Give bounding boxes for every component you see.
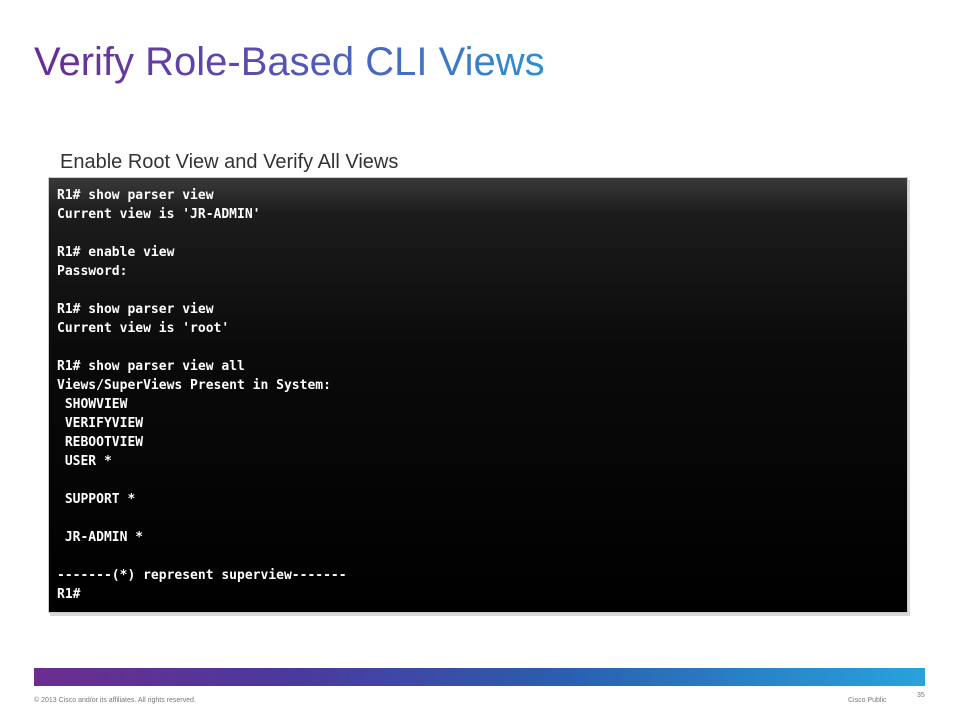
terminal-output-text: Current view is 'JR-ADMIN' [57, 207, 261, 222]
terminal-output-text: USER * [57, 454, 112, 469]
terminal-prompt: R1# [57, 188, 81, 203]
terminal-line: R1# enable view [57, 243, 907, 262]
terminal-output-text: Current view is 'root' [57, 321, 230, 336]
page-number: 35 [917, 692, 925, 699]
terminal-line: Password: [57, 262, 907, 281]
terminal-line: R1# show parser view all [57, 357, 907, 376]
terminal-output-text: Views/SuperViews Present in System: [57, 378, 331, 393]
terminal-line: REBOOTVIEW [57, 433, 907, 452]
slide-subtitle: Enable Root View and Verify All Views [60, 151, 399, 173]
terminal-output-text: VERIFYVIEW [57, 416, 144, 431]
terminal-line [57, 338, 907, 357]
terminal-line: SHOWVIEW [57, 395, 907, 414]
terminal-line: VERIFYVIEW [57, 414, 907, 433]
slide-title: Verify Role-Based CLI Views [34, 40, 545, 84]
terminal-line: JR-ADMIN * [57, 528, 907, 547]
terminal-line: SUPPORT * [57, 490, 907, 509]
terminal-line: R1# show parser view [57, 186, 907, 205]
terminal-line [57, 471, 907, 490]
terminal-prompt: R1# [57, 359, 81, 374]
terminal-output-text: REBOOTVIEW [57, 435, 144, 450]
terminal-output-text: SUPPORT * [57, 492, 136, 507]
classification-label: Cisco Public [848, 697, 887, 704]
terminal-command: enable view [80, 245, 175, 260]
terminal-line: R1# show parser view [57, 300, 907, 319]
terminal-prompt: R1# [57, 302, 81, 317]
terminal-line: USER * [57, 452, 907, 471]
terminal-line: -------(*) represent superview------- [57, 566, 907, 585]
terminal-line: R1# [57, 585, 907, 604]
copyright-notice: © 2013 Cisco and/or its affiliates. All … [34, 697, 196, 704]
footer-gradient-bar [34, 668, 925, 686]
terminal-command: show parser view all [80, 359, 245, 374]
terminal-command: show parser view [80, 188, 214, 203]
terminal-line [57, 509, 907, 528]
terminal-line [57, 281, 907, 300]
terminal-line: Current view is 'root' [57, 319, 907, 338]
terminal-output-text: -------(*) represent superview------- [57, 568, 347, 583]
terminal-prompt: R1# [57, 587, 81, 602]
terminal-output-text: Password: [57, 264, 128, 279]
terminal-prompt: R1# [57, 245, 81, 260]
terminal-line [57, 224, 907, 243]
terminal-command: show parser view [80, 302, 214, 317]
terminal-line: Views/SuperViews Present in System: [57, 376, 907, 395]
terminal-output-text: SHOWVIEW [57, 397, 128, 412]
terminal-output-text: JR-ADMIN * [57, 530, 144, 545]
terminal-line [57, 547, 907, 566]
terminal-line: Current view is 'JR-ADMIN' [57, 205, 907, 224]
